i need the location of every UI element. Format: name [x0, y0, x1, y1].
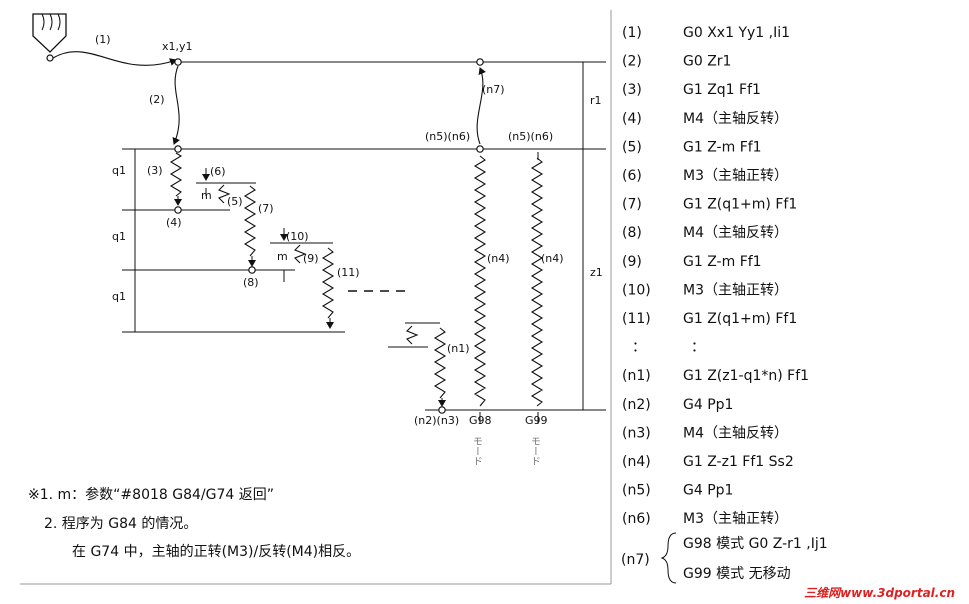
step-num: (4) — [622, 111, 642, 127]
label-11: (11) — [337, 266, 360, 279]
step-code: G4 Pp1 — [683, 483, 733, 499]
step-code: M3（主轴正转） — [683, 511, 788, 527]
step-code: ： — [691, 340, 705, 356]
label-2: (2) — [149, 93, 165, 106]
feed-n1 — [433, 327, 447, 399]
label-g99: G99 — [525, 414, 548, 427]
step-code: G0 Xx1 Yy1 ,Ii1 — [683, 25, 790, 41]
step-code: G1 Z(q1+m) Ff1 — [683, 311, 797, 327]
step-num: (5) — [622, 139, 642, 155]
r1-z1-dimension — [578, 62, 588, 410]
label-z1: z1 — [590, 266, 603, 279]
feed-5 — [218, 184, 231, 204]
label-4: (4) — [166, 216, 182, 229]
feed-n-back — [406, 325, 419, 345]
zigzag-feeds — [169, 152, 544, 407]
label-n5n6-g98: (n5)(n6) — [425, 130, 470, 143]
step-num: (10) — [622, 282, 651, 298]
label-m-1: m — [201, 189, 212, 202]
step-code: G1 Z(z1-q1*n) Ff1 — [683, 368, 809, 384]
step-num: ： — [632, 340, 646, 356]
diagram-labels: (1) x1,y1 (2) (3) (4) (5) (6) (7) (8) (9… — [95, 33, 603, 466]
label-n4-g99: (n4) — [541, 252, 564, 265]
feed-9 — [294, 244, 307, 264]
step-num: (2) — [622, 54, 642, 70]
label-g98: G98 — [469, 414, 492, 427]
step-n7-num: (n7) — [621, 552, 650, 568]
label-9: (9) — [303, 252, 319, 265]
label-q1-3: q1 — [112, 290, 126, 303]
step-n7: (n7) G98 模式 G0 Z-r1 ,Ij1 G99 模式 无移动 — [621, 532, 828, 584]
step-num: (1) — [622, 25, 642, 41]
step-code: M4（主轴反转） — [683, 425, 788, 441]
step-n7-line1: G98 模式 G0 Z-r1 ,Ij1 — [683, 536, 828, 552]
step-num: (7) — [622, 197, 642, 213]
step-num: (n3) — [622, 425, 651, 441]
note-line-2: 2. 程序为 G84 的情况。 — [44, 516, 198, 532]
step-num: (n2) — [622, 397, 651, 413]
step-num: (3) — [622, 82, 642, 98]
step-code: M4（主轴反转） — [683, 111, 788, 127]
feed-n4-g98 — [473, 155, 487, 407]
step-code: G4 Pp1 — [683, 397, 733, 413]
label-10: (10) — [286, 230, 309, 243]
tool-icon — [32, 13, 67, 62]
label-start-point: x1,y1 — [162, 40, 193, 53]
path-points — [174, 58, 484, 414]
label-6: (6) — [210, 165, 226, 178]
label-1: (1) — [95, 33, 111, 46]
label-n1: (n1) — [447, 342, 470, 355]
short-arrows — [174, 152, 539, 424]
label-n4-g98: (n4) — [487, 252, 510, 265]
step-code: G1 Zq1 Ff1 — [683, 82, 761, 98]
label-7: (7) — [258, 202, 274, 215]
step-num: (n6) — [622, 511, 651, 527]
step-num: (11) — [622, 311, 651, 327]
label-g99-mode: モード — [529, 436, 540, 466]
step-num: (8) — [622, 225, 642, 241]
step-code: M3（主轴正转） — [683, 168, 788, 184]
move-2-path — [172, 65, 180, 145]
step-num: (n1) — [622, 368, 651, 384]
step-code: G1 Z-m Ff1 — [683, 254, 762, 270]
feed-7 — [243, 185, 257, 257]
step-code: M4（主轴反转） — [683, 225, 788, 241]
label-q1-1: q1 — [112, 164, 126, 177]
feed-n4-g99 — [530, 157, 544, 407]
step-num: (9) — [622, 254, 642, 270]
step-num: (n5) — [622, 483, 651, 499]
label-n7: (n7) — [482, 83, 505, 96]
step-list: (1) G0 Xx1 Yy1 ,Ii1 (2) G0 Zr1 (3) G1 Zq1 Ff1… — [622, 25, 809, 527]
label-n5n6-g99: (n5)(n6) — [508, 130, 553, 143]
step-n7-line2: G99 模式 无移动 — [683, 566, 791, 582]
label-m-2: m — [277, 250, 288, 263]
move-n7-path — [476, 67, 486, 145]
watermark: 三维网www.3dportal.cn — [804, 586, 955, 600]
step-code: G0 Zr1 — [683, 54, 731, 70]
label-n2n3: (n2)(n3) — [414, 414, 459, 427]
step-code: G1 Z(q1+m) Ff1 — [683, 197, 797, 213]
label-g98-mode: モード — [471, 436, 482, 466]
step-code: M3（主轴正转） — [683, 282, 788, 298]
note-line-3: 在 G74 中，主轴的正转(M3)/反转(M4)相反。 — [72, 544, 361, 560]
feed-11 — [321, 247, 335, 319]
note-line-1: ※1. m：参数“#8018 G84/G74 返回” — [28, 487, 274, 503]
label-q1-2: q1 — [112, 230, 126, 243]
label-5: (5) — [227, 195, 243, 208]
step-num: (6) — [622, 168, 642, 184]
label-3: (3) — [147, 164, 163, 177]
feed-3 — [169, 152, 183, 197]
label-r1: r1 — [590, 94, 602, 107]
step-num: (n4) — [622, 454, 651, 470]
label-8: (8) — [243, 276, 259, 289]
move-1-path — [52, 51, 177, 66]
step-code: G1 Z-m Ff1 — [683, 139, 762, 155]
step-code: G1 Z-z1 Ff1 Ss2 — [683, 454, 794, 470]
